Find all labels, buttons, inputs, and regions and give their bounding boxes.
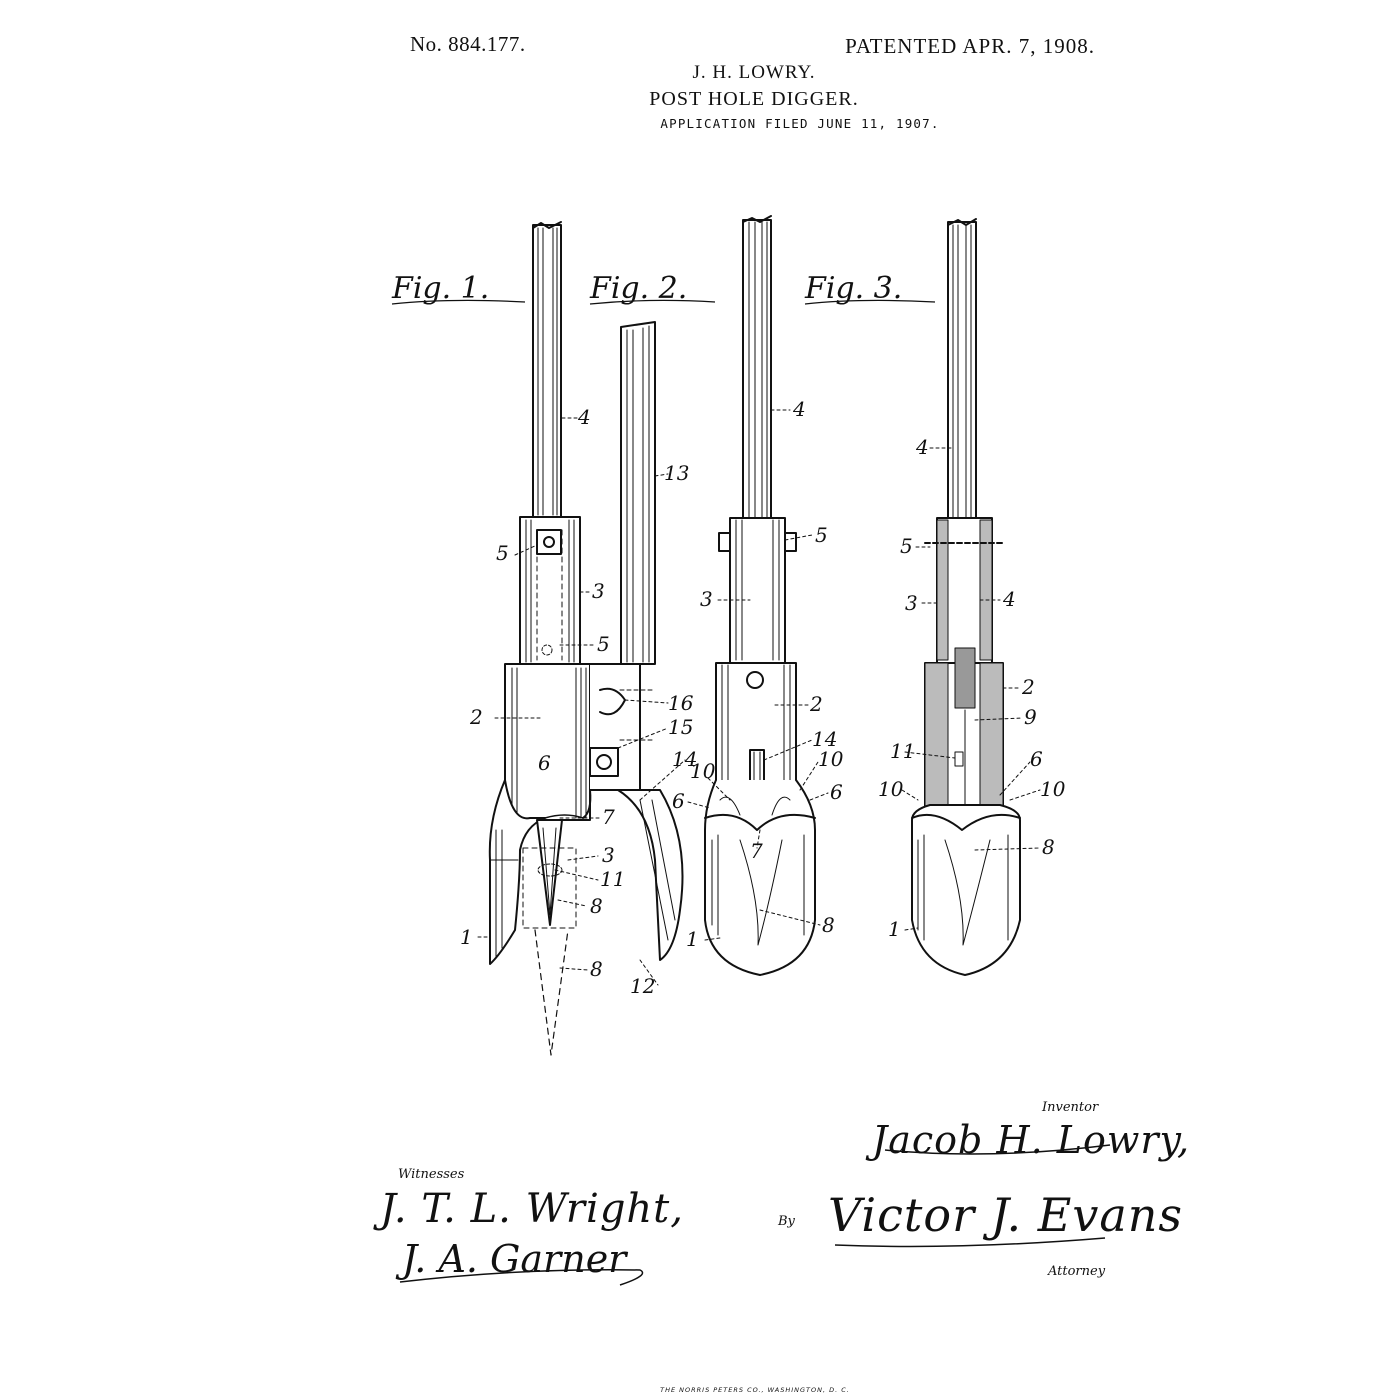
- svg-text:2: 2: [809, 692, 823, 716]
- svg-text:14: 14: [672, 747, 697, 771]
- figure-1-drawing: [488, 221, 592, 1056]
- witness-signature-1: J. T. L. Wright,: [380, 1186, 684, 1232]
- svg-text:3: 3: [602, 843, 615, 867]
- svg-text:10: 10: [878, 777, 904, 801]
- attorney-signature: Victor J. Evans: [828, 1188, 1184, 1242]
- svg-text:4: 4: [1002, 587, 1016, 611]
- svg-text:6: 6: [1030, 747, 1043, 771]
- svg-text:2: 2: [1021, 675, 1035, 699]
- svg-text:6: 6: [830, 780, 843, 804]
- svg-text:1: 1: [460, 925, 473, 949]
- svg-text:11: 11: [890, 739, 915, 763]
- svg-text:3: 3: [905, 591, 918, 615]
- printer-credit: THE NORRIS PETERS CO., WASHINGTON, D. C.: [660, 1386, 850, 1394]
- svg-text:4: 4: [577, 405, 591, 429]
- patent-title: POST HOLE DIGGER.: [649, 88, 859, 110]
- svg-text:11: 11: [600, 867, 625, 891]
- svg-text:7: 7: [602, 805, 615, 829]
- svg-text:3: 3: [592, 579, 605, 603]
- svg-text:1: 1: [888, 917, 901, 941]
- svg-text:13: 13: [664, 461, 689, 485]
- by-label: By: [778, 1214, 795, 1229]
- inventor-label: Inventor: [1042, 1100, 1099, 1115]
- svg-text:5: 5: [900, 534, 913, 558]
- inventor-signature: Jacob H. Lowry,: [872, 1118, 1191, 1162]
- svg-text:2: 2: [469, 705, 483, 729]
- svg-text:4: 4: [915, 435, 929, 459]
- figure-3-drawing: [911, 218, 1021, 976]
- svg-text:5: 5: [496, 541, 509, 565]
- application-filed: APPLICATION FILED JUNE 11, 1907.: [660, 116, 940, 131]
- patent-number: No. 884.177.: [410, 32, 526, 56]
- svg-text:5: 5: [815, 523, 828, 547]
- svg-text:5: 5: [597, 632, 610, 656]
- svg-text:3: 3: [700, 587, 713, 611]
- inventor-name: J. H. LOWRY.: [692, 62, 816, 83]
- svg-text:15: 15: [668, 715, 693, 739]
- svg-text:6: 6: [672, 789, 685, 813]
- svg-text:8: 8: [590, 894, 603, 918]
- attorney-label: Attorney: [1048, 1264, 1106, 1279]
- svg-text:4: 4: [792, 397, 806, 421]
- svg-text:6: 6: [538, 751, 551, 775]
- patented-date: PATENTED APR. 7, 1908.: [845, 34, 1095, 58]
- witness-signature-2: J. A. Garner: [402, 1237, 627, 1281]
- svg-text:7: 7: [750, 839, 763, 863]
- svg-text:8: 8: [822, 913, 835, 937]
- svg-text:1: 1: [686, 927, 699, 951]
- svg-text:16: 16: [668, 691, 694, 715]
- svg-text:10: 10: [1040, 777, 1066, 801]
- svg-text:8: 8: [590, 957, 603, 981]
- figure-2-drawing: [589, 321, 684, 961]
- figure-2-front-drawing: [704, 215, 816, 976]
- svg-text:10: 10: [818, 747, 844, 771]
- witnesses-label: Witnesses: [398, 1167, 465, 1182]
- svg-text:12: 12: [630, 974, 655, 998]
- svg-text:8: 8: [1042, 835, 1055, 859]
- svg-text:10: 10: [690, 759, 716, 783]
- svg-text:14: 14: [812, 727, 837, 751]
- svg-text:9: 9: [1024, 705, 1037, 729]
